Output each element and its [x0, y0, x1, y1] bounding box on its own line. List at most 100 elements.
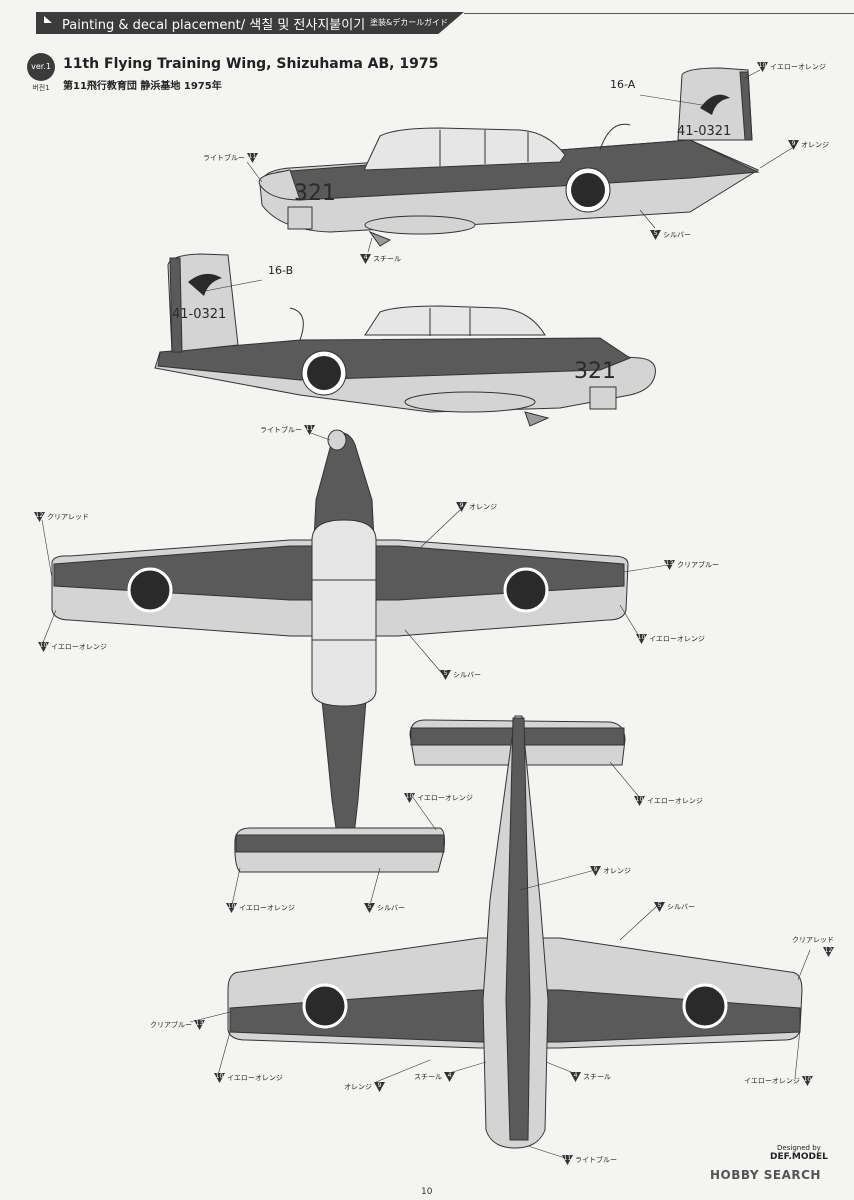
color-number-badge: 9	[788, 140, 799, 150]
callout-label: オレンジ	[603, 867, 631, 875]
callout-label: イエローオレンジ	[227, 1074, 283, 1082]
callout-yellow-orange: イエローオレンジ 10	[744, 1076, 813, 1086]
callout-label: イエローオレンジ	[649, 635, 705, 643]
callout-label: イエローオレンジ	[417, 794, 473, 802]
profile-right-view	[258, 67, 760, 247]
designer-logo: DEF.MODEL	[770, 1152, 828, 1162]
color-number-badge: 10	[226, 903, 237, 913]
callout-orange: 9 オレンジ	[590, 866, 631, 876]
decal-label-16a: 16-A	[610, 78, 636, 91]
color-number-badge: 4	[444, 1072, 455, 1082]
header-rule	[464, 13, 854, 14]
callout-label: オレンジ	[344, 1083, 372, 1091]
color-number-badge: 9	[590, 866, 601, 876]
color-number-badge: 10	[404, 793, 415, 803]
profile-left-view	[154, 253, 656, 427]
color-number-badge: 12	[34, 512, 45, 522]
callout-clear-red: クリアレッド 12	[792, 935, 834, 957]
side-number-right: 321	[294, 181, 336, 206]
callout-orange: 9 オレンジ	[788, 140, 829, 150]
callout-label: オレンジ	[469, 503, 497, 511]
callout-silver: 5 シルバー	[440, 670, 481, 680]
callout-silver: 5 シルバー	[650, 230, 691, 240]
callout-yellow-orange: 10 イエローオレンジ	[404, 793, 473, 803]
color-number-badge: 5	[650, 230, 661, 240]
callout-label: イエローオレンジ	[51, 643, 107, 651]
color-number-badge: 11	[247, 153, 258, 163]
callout-label: スチール	[414, 1073, 442, 1081]
callout-label: ライトブルー	[203, 154, 245, 162]
callout-label: ライトブルー	[260, 426, 302, 434]
color-number-badge: 10	[38, 642, 49, 652]
color-number-badge: 5	[440, 670, 451, 680]
version-badge: ver.1	[27, 53, 55, 81]
color-number-badge: 12	[823, 947, 834, 957]
header-arrow-icon	[44, 16, 52, 23]
callout-steel: 4 スチール	[360, 254, 401, 264]
callout-clear-blue: 13 クリアブルー	[664, 560, 719, 570]
designed-by-line1: Designed by	[777, 1144, 821, 1152]
color-number-badge: 5	[654, 902, 665, 912]
color-number-badge: 4	[360, 254, 371, 264]
callout-clear-red: 12 クリアレッド	[34, 512, 89, 522]
color-number-badge: 13	[664, 560, 675, 570]
side-number-left: 321	[574, 359, 616, 384]
color-number-badge: 11	[562, 1155, 573, 1165]
callout-label: クリアブルー	[677, 561, 719, 569]
callout-label: スチール	[583, 1073, 611, 1081]
color-number-badge: 11	[304, 425, 315, 435]
color-number-badge: 10	[757, 62, 768, 72]
callout-clear-blue: クリアブルー 13	[150, 1020, 205, 1030]
callout-silver: 5 シルバー	[654, 902, 695, 912]
callout-label: シルバー	[667, 903, 695, 911]
version-sub: 버전1	[32, 84, 50, 92]
page-number: 10	[421, 1187, 433, 1197]
callout-label: クリアレッド	[792, 936, 834, 944]
top-view	[51, 429, 629, 873]
callout-yellow-orange: 10 イエローオレンジ	[226, 903, 295, 913]
scheme-title: 11th Flying Training Wing, Shizuhama AB,…	[63, 56, 439, 72]
color-number-badge: 4	[570, 1072, 581, 1082]
callout-light-blue: ライトブルー 11	[203, 153, 258, 163]
scheme-subtitle: 第11飛行教育団 静浜基地 1975年	[63, 81, 222, 92]
color-number-badge: 10	[214, 1073, 225, 1083]
color-number-badge: 9	[374, 1082, 385, 1092]
callout-yellow-orange: 10 イエローオレンジ	[757, 62, 826, 72]
color-number-badge: 10	[636, 634, 647, 644]
callout-label: シルバー	[377, 904, 405, 912]
color-number-badge: 5	[364, 903, 375, 913]
callout-yellow-orange: 10 イエローオレンジ	[214, 1073, 283, 1083]
page-subtitle: 塗装&デカールガイド	[370, 18, 448, 27]
callout-light-blue: ライトブルー 11	[260, 425, 315, 435]
callout-label: イエローオレンジ	[239, 904, 295, 912]
callout-label: スチール	[373, 255, 401, 263]
color-number-badge: 10	[801, 1076, 813, 1086]
tail-number-left: 41-0321	[172, 307, 226, 322]
callout-label: イエローオレンジ	[647, 797, 703, 805]
callout-yellow-orange: 10 イエローオレンジ	[634, 796, 703, 806]
callout-yellow-orange: 10 イエローオレンジ	[636, 634, 705, 644]
callout-label: シルバー	[453, 671, 481, 679]
watermark: HOBBY SEARCH	[710, 1168, 821, 1182]
callout-steel: スチール 4	[414, 1072, 455, 1082]
color-number-badge: 10	[634, 796, 645, 806]
callout-label: イエローオレンジ	[744, 1077, 800, 1085]
bottom-view	[227, 715, 803, 1149]
callout-light-blue: 11 ライトブルー	[562, 1155, 617, 1165]
tail-number-right: 41-0321	[677, 124, 731, 139]
page-title: Painting & decal placement/ 색칠 및 전사지붙이기	[62, 18, 366, 33]
callout-label: シルバー	[663, 231, 691, 239]
callout-label: イエローオレンジ	[770, 63, 826, 71]
color-number-badge: 9	[456, 502, 467, 512]
designed-by: Designed by DEF.MODEL	[770, 1144, 828, 1162]
decal-label-16b: 16-B	[268, 264, 294, 277]
callout-label: オレンジ	[801, 141, 829, 149]
callout-label: クリアレッド	[47, 513, 89, 521]
callout-label: ライトブルー	[575, 1156, 617, 1164]
callout-orange: オレンジ 9	[344, 1082, 385, 1092]
callout-yellow-orange: 10 イエローオレンジ	[38, 642, 107, 652]
callout-steel: 4 スチール	[570, 1072, 611, 1082]
header-bar	[36, 12, 464, 34]
callout-silver: 5 シルバー	[364, 903, 405, 913]
